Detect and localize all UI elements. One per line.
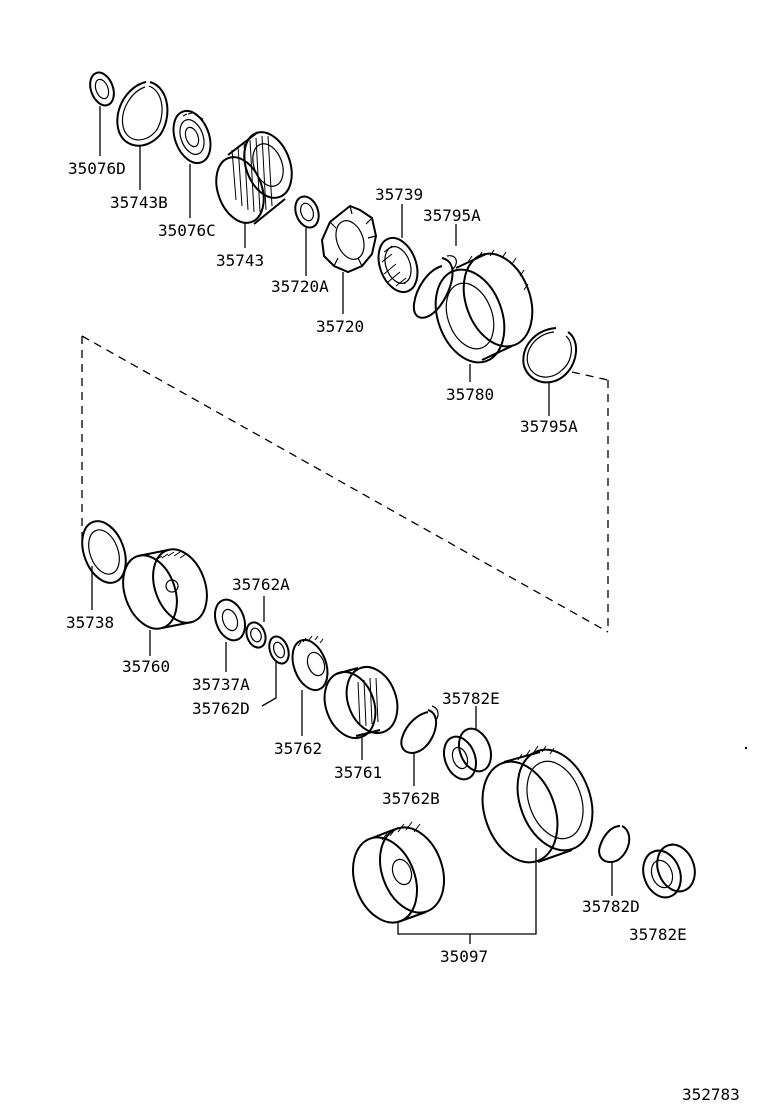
part-35762B-snap-ring bbox=[400, 705, 439, 754]
part-35743-drum bbox=[215, 131, 293, 225]
label-35720: 35720 bbox=[316, 317, 364, 336]
label-35076D: 35076D bbox=[68, 159, 126, 178]
part-35782D-snap-ring bbox=[598, 825, 631, 864]
label-35097: 35097 bbox=[440, 947, 488, 966]
part-35720-clutch bbox=[320, 204, 378, 274]
label-35762: 35762 bbox=[274, 739, 322, 758]
part-35097-ring-gear bbox=[481, 745, 594, 864]
part-35782E-bearing-right bbox=[642, 843, 696, 899]
part-35795A-snap-ring-right bbox=[522, 327, 577, 384]
part-35762D-bearing bbox=[268, 635, 290, 665]
part-35780-hub bbox=[434, 249, 534, 364]
part-35097-sun-gear bbox=[352, 821, 445, 924]
label-35737A: 35737A bbox=[192, 675, 250, 694]
label-35795A-right: 35795A bbox=[520, 417, 578, 436]
label-35795A-upper: 35795A bbox=[423, 206, 481, 225]
part-labels: 35076D 35743B 35076C 35743 35720A 35720 … bbox=[66, 159, 740, 1104]
part-35762A-ring bbox=[245, 621, 267, 649]
label-35761: 35761 bbox=[334, 763, 382, 782]
label-35760: 35760 bbox=[122, 657, 170, 676]
label-35762D: 35762D bbox=[192, 699, 250, 718]
label-35782E-right: 35782E bbox=[629, 925, 687, 944]
label-35720A: 35720A bbox=[271, 277, 329, 296]
label-35743: 35743 bbox=[216, 251, 264, 270]
part-35739-plate bbox=[377, 236, 419, 294]
part-35076C-bearing bbox=[172, 109, 212, 165]
part-35760-carrier bbox=[122, 548, 208, 630]
part-35795A-snap-ring-upper bbox=[412, 255, 457, 319]
part-35737A-washer bbox=[214, 598, 246, 642]
label-35738: 35738 bbox=[66, 613, 114, 632]
label-35782E-middle: 35782E bbox=[442, 689, 500, 708]
stray-dot bbox=[744, 746, 748, 750]
label-35762A: 35762A bbox=[232, 575, 290, 594]
part-35761-drum bbox=[323, 666, 399, 739]
part-35743B-snap-ring bbox=[116, 81, 169, 147]
diagram-id: 352783 bbox=[682, 1085, 740, 1104]
label-35780: 35780 bbox=[446, 385, 494, 404]
dashed-alignment-frame bbox=[81, 335, 609, 633]
part-35738-plate bbox=[81, 520, 127, 584]
part-35076D-washer bbox=[89, 71, 115, 107]
label-35762B: 35762B bbox=[382, 789, 440, 808]
label-35782D: 35782D bbox=[582, 897, 640, 916]
leader-lines bbox=[91, 106, 613, 944]
part-35720A-washer bbox=[294, 195, 320, 229]
label-35739: 35739 bbox=[375, 185, 423, 204]
part-35762-gear bbox=[291, 635, 329, 692]
label-35743B: 35743B bbox=[110, 193, 168, 212]
part-35782E-bearing-middle bbox=[443, 727, 492, 781]
label-35076C: 35076C bbox=[158, 221, 216, 240]
